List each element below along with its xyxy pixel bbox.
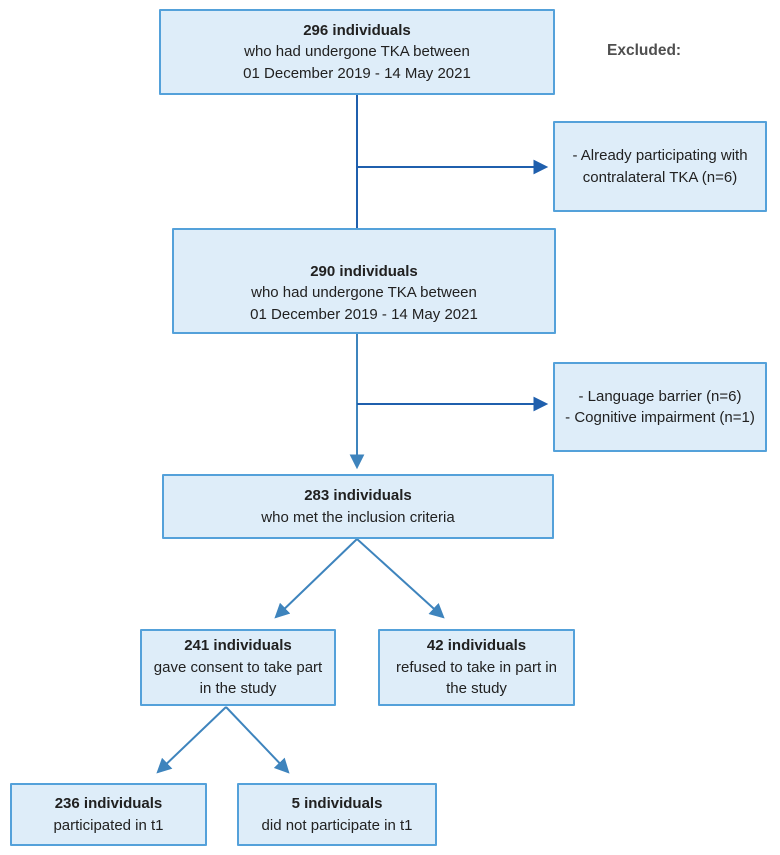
box-283-eligible: 283 individuals who met the inclusion cr… <box>162 474 554 539</box>
box-296-count: 296 individuals <box>303 21 411 39</box>
box-241-consented: 241 individuals gave consent to take par… <box>140 629 336 706</box>
arrow-283-to-241 <box>274 538 358 619</box>
box-5-count: 5 individuals <box>291 795 383 812</box>
excluded-language-line: - Language barrier (n=6) <box>578 387 742 405</box>
box-290-line2: 01 December 2019 - 14 May 2021 <box>250 305 478 323</box>
box-241-line1: gave consent to take part in the study <box>153 658 323 698</box>
box-283-count: 283 individuals <box>304 487 412 504</box>
box-42-count: 42 individuals <box>426 637 527 655</box>
excluded-contralateral-text: - Already participating with contralater… <box>572 147 748 186</box>
box-290-count: 290 individuals <box>310 262 418 280</box>
arrow-241-to-236 <box>156 706 227 774</box>
box-290-after-exclusion: 290 individuals who had undergone TKA be… <box>172 228 556 334</box>
arrow-241-to-5 <box>225 706 290 774</box>
box-296-line2: 01 December 2019 - 14 May 2021 <box>243 64 471 82</box>
box-296-line1: who had undergone TKA between <box>244 43 470 61</box>
box-5-not-participated: 5 individuals did not participate in t1 <box>237 783 437 846</box>
box-excluded-language-cognitive: - Language barrier (n=6) - Cognitive imp… <box>553 362 767 452</box>
box-296-screened: 296 individuals who had undergone TKA be… <box>159 9 555 95</box>
excluded-cognitive-line: - Cognitive impairment (n=1) <box>565 409 755 426</box>
box-236-line1: participated in t1 <box>53 816 164 834</box>
box-290-line1: who had undergone TKA between <box>251 284 477 302</box>
box-236-count: 236 individuals <box>54 795 163 812</box>
box-excluded-contralateral: - Already participating with contralater… <box>553 121 767 212</box>
box-283-line1: who met the inclusion criteria <box>261 508 455 526</box>
box-5-line1: did not participate in t1 <box>261 816 413 834</box>
box-241-count: 241 individuals <box>184 637 292 655</box>
box-42-line1: refused to take in part in the study <box>396 658 557 698</box>
box-42-refused: 42 individuals refused to take in part i… <box>378 629 575 706</box>
excluded-label: Excluded: <box>607 42 682 59</box>
arrow-283-to-42 <box>356 538 445 619</box>
box-236-participated: 236 individuals participated in t1 <box>10 783 207 846</box>
